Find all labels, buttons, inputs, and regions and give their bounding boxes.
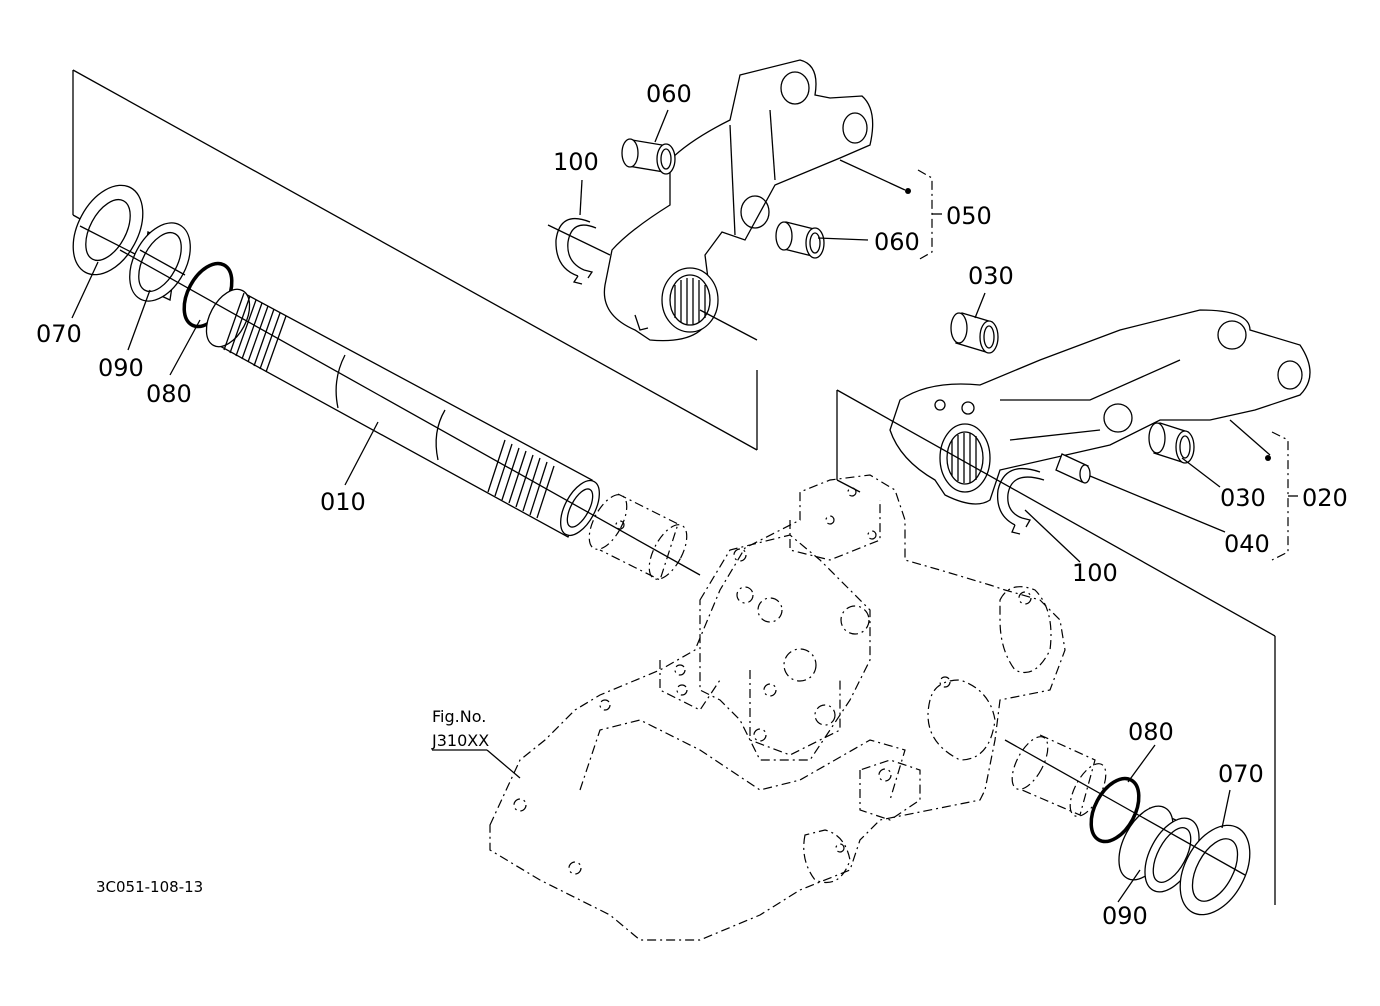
- callout-070-left: 070: [36, 320, 82, 348]
- spline-left: [223, 292, 287, 373]
- bushing-phantom-left: [588, 493, 688, 581]
- bracket-050: [905, 169, 942, 261]
- hydraulic-housing: [489, 474, 1066, 941]
- drawing-code: 3C051-108-13: [96, 878, 203, 896]
- bushing-060-lower: [775, 221, 825, 259]
- o-ring-right: [1089, 776, 1141, 844]
- circlip-right: [996, 467, 1045, 535]
- pin-040: [1055, 453, 1091, 484]
- callout-070-right: 070: [1218, 760, 1264, 788]
- bushing-030-upper: [950, 312, 999, 354]
- callout-100-right: 100: [1072, 559, 1118, 587]
- callout-090-right: 090: [1102, 902, 1148, 930]
- lift-shaft: [119, 249, 701, 576]
- leader-lines: [71, 109, 1231, 903]
- callout-090-left: 090: [98, 354, 144, 382]
- callout-labels: 070 090 080 010 060 100 060 050 030 030 …: [36, 80, 1348, 930]
- lift-arm-upper: [603, 59, 874, 342]
- callout-050: 050: [946, 202, 992, 230]
- circlip-upper: [547, 217, 611, 285]
- callout-030-upper: 030: [968, 262, 1014, 290]
- callout-040: 040: [1224, 530, 1270, 558]
- figure-ref-line1: Fig.No.: [432, 707, 486, 726]
- callout-080-right: 080: [1128, 718, 1174, 746]
- figure-reference: Fig.No. J310XX: [431, 707, 489, 750]
- left-frame-lines: [72, 69, 758, 451]
- bushing-030-lower: [1148, 422, 1195, 464]
- right-frame-lines: [836, 389, 1276, 905]
- callout-080-left: 080: [146, 380, 192, 408]
- figure-ref-line2: J310XX: [431, 731, 489, 750]
- callout-030-lower: 030: [1220, 484, 1266, 512]
- bushing-phantom-right: [1011, 734, 1107, 817]
- callout-010: 010: [320, 488, 366, 516]
- callout-100-upper: 100: [553, 148, 599, 176]
- arm-spline-bore: [674, 278, 706, 324]
- bushing-060-upper: [621, 138, 676, 175]
- lift-arm-right: [889, 309, 1311, 505]
- callout-060-upper: 060: [646, 80, 692, 108]
- bracket-020: [1265, 431, 1298, 561]
- callout-060-lower: 060: [874, 228, 920, 256]
- callout-020: 020: [1302, 484, 1348, 512]
- spline-right: [487, 439, 555, 519]
- thrust-washer-right: [1004, 739, 1251, 916]
